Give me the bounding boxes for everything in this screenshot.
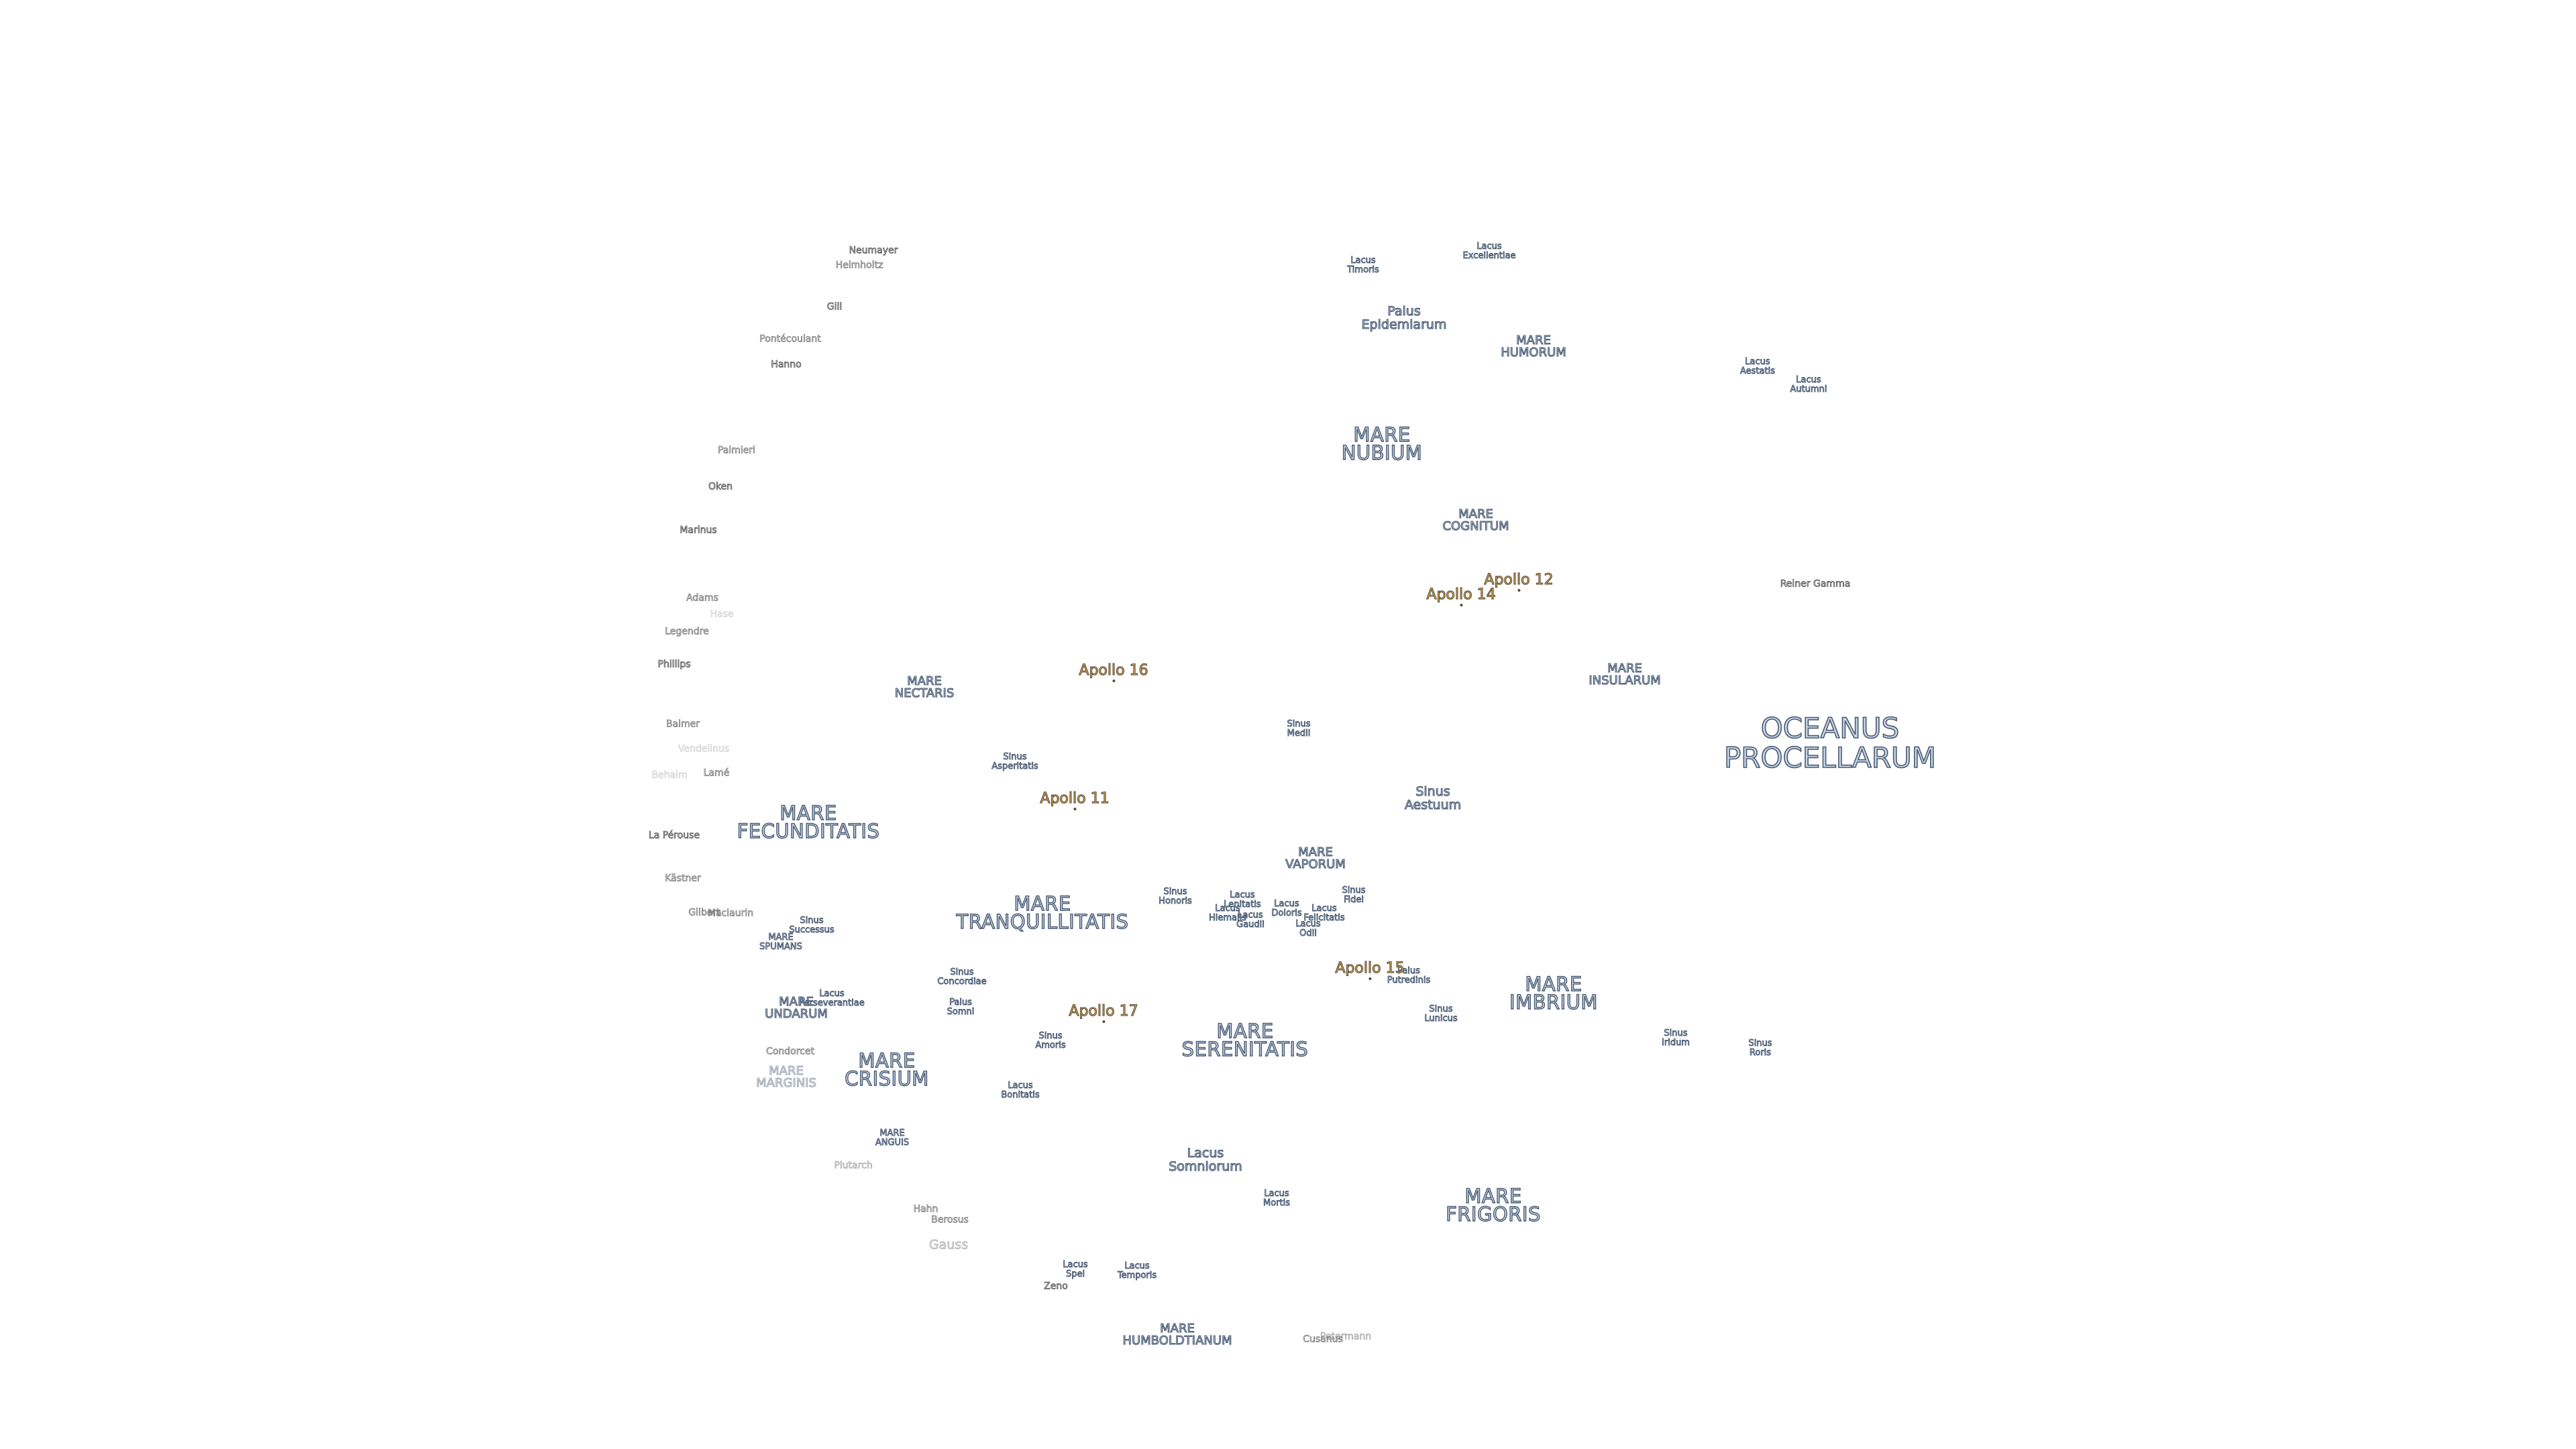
label-crater-behaim: Behaim bbox=[651, 769, 688, 781]
label-sinus-asperitatis: Sinus Asperitatis bbox=[991, 752, 1038, 771]
label-mare-humorum: MARE HUMORUM bbox=[1501, 333, 1567, 360]
label-crater-gilbert: Gilbert bbox=[688, 907, 720, 918]
apollo-14-label: Apollo 14 bbox=[1426, 586, 1496, 603]
label-crater-reiner-gamma: Reiner Gamma bbox=[1780, 578, 1851, 590]
label-mare-undarum: MARE UNDARUM bbox=[765, 995, 828, 1021]
label-mare-cognitum: MARE COGNITUM bbox=[1442, 507, 1509, 533]
label-lacus-hiemalis: Lacus Hiemalis bbox=[1208, 904, 1247, 923]
label-lacus-spei: Lacus Spei bbox=[1063, 1260, 1088, 1279]
label-mare-nectaris: MARE NECTARIS bbox=[894, 674, 955, 700]
label-lacus-odii: Lacus Odii bbox=[1295, 919, 1321, 938]
label-crater-berosus: Berosus bbox=[931, 1214, 969, 1226]
label-oceanus-procellarum: OCEANUS PROCELLARUM bbox=[1723, 712, 1937, 774]
label-crater-hanno: Hanno bbox=[771, 359, 802, 370]
label-mare-vaporum: MARE VAPORUM bbox=[1285, 845, 1346, 871]
apollo-16-site[interactable]: Apollo 16 bbox=[1079, 649, 1148, 697]
label-sinus-iridum: Sinus Iridum bbox=[1662, 1028, 1690, 1048]
label-crater-plutarch: Plutarch bbox=[834, 1160, 873, 1171]
apollo-11-label: Apollo 11 bbox=[1040, 790, 1110, 807]
label-lacus-bonitatis: Lacus Bonitatis bbox=[1001, 1081, 1040, 1100]
label-crater-cusanus: Cusanus bbox=[1303, 1334, 1343, 1345]
apollo-12-label: Apollo 12 bbox=[1484, 572, 1554, 588]
label-crater-phillips: Phillips bbox=[657, 659, 691, 670]
label-mare-frigoris: MARE FRIGORIS bbox=[1445, 1185, 1541, 1226]
label-mare-humboldtianum: MARE HUMBOLDTIANUM bbox=[1122, 1322, 1232, 1348]
label-sinus-concordiae: Sinus Concordiae bbox=[937, 967, 987, 987]
label-crater-hahn: Hahn bbox=[913, 1203, 938, 1215]
landing-site-marker-icon bbox=[1102, 1020, 1105, 1023]
landing-site-marker-icon bbox=[1112, 680, 1115, 682]
label-crater-kastner: Kästner bbox=[665, 873, 701, 884]
label-mare-spumans: MARE SPUMANS bbox=[759, 932, 803, 952]
label-lacus-felicitatis: Lacus Felicitatis bbox=[1303, 904, 1345, 923]
label-sinus-lunicus: Sinus Lunicus bbox=[1424, 1004, 1458, 1024]
apollo-15-site[interactable]: Apollo 15 bbox=[1335, 947, 1405, 995]
label-crater-neumayer: Neumayer bbox=[849, 245, 898, 256]
label-sinus-honoris: Sinus Honoris bbox=[1159, 887, 1193, 906]
landing-site-marker-icon bbox=[1517, 589, 1520, 592]
label-lacus-somniorum: Lacus Somniorum bbox=[1169, 1146, 1243, 1174]
apollo-12-site[interactable]: Apollo 12 bbox=[1484, 558, 1554, 606]
landing-site-marker-icon bbox=[1368, 977, 1371, 980]
label-crater-hase: Hase bbox=[710, 608, 734, 620]
label-crater-lame: Lamé bbox=[703, 767, 730, 779]
label-mare-anguis: MARE ANGUIS bbox=[875, 1128, 910, 1148]
label-palus-putredinis: Palus Putredinis bbox=[1387, 966, 1431, 985]
label-crater-helmholtz: Helmholtz bbox=[835, 260, 883, 271]
label-crater-gauss: Gauss bbox=[928, 1237, 969, 1252]
label-palus-somni: Palus Somni bbox=[947, 998, 975, 1017]
label-crater-pontecoulant: Pontécoulant bbox=[759, 333, 821, 345]
label-lacus-autumni: Lacus Autumni bbox=[1790, 375, 1827, 394]
label-crater-vendelinus: Vendelinus bbox=[678, 743, 730, 755]
label-lacus-aestatis: Lacus Aestatis bbox=[1740, 357, 1776, 376]
label-mare-serenitatis: MARE SERENITATIS bbox=[1181, 1020, 1309, 1061]
label-crater-balmer: Balmer bbox=[665, 718, 700, 730]
label-sinus-fidei: Sinus Fidei bbox=[1342, 885, 1366, 905]
label-crater-marinus: Marinus bbox=[680, 525, 717, 536]
label-crater-oken: Oken bbox=[708, 481, 733, 492]
label-sinus-successus: Sinus Successus bbox=[789, 916, 835, 935]
label-sinus-aestuum: Sinus Aestuum bbox=[1404, 784, 1462, 812]
label-lacus-perseverantiae: Lacus Perseverantiae bbox=[799, 989, 865, 1008]
label-crater-maclaurin: Maclaurin bbox=[707, 908, 754, 919]
label-lacus-lenitatis: Lacus Lenitatis bbox=[1224, 890, 1261, 910]
label-lacus-excellentiae: Lacus Excellentiae bbox=[1462, 241, 1516, 261]
label-mare-imbrium: MARE IMBRIUM bbox=[1509, 973, 1598, 1014]
landing-site-marker-icon bbox=[1073, 808, 1076, 810]
label-lacus-gaudii: Lacus Gaudii bbox=[1236, 910, 1265, 930]
apollo-15-label: Apollo 15 bbox=[1335, 960, 1405, 977]
label-mare-marginis: MARE MARGINIS bbox=[756, 1064, 817, 1090]
apollo-11-site[interactable]: Apollo 11 bbox=[1040, 777, 1110, 825]
label-crater-adams: Adams bbox=[686, 592, 719, 604]
label-crater-palmieri: Palmieri bbox=[717, 445, 756, 456]
label-mare-fecunditatis: MARE FECUNDITATIS bbox=[737, 802, 880, 843]
label-lacus-temporis: Lacus Temporis bbox=[1117, 1261, 1157, 1281]
apollo-17-label: Apollo 17 bbox=[1069, 1003, 1138, 1020]
apollo-14-site[interactable]: Apollo 14 bbox=[1426, 573, 1496, 621]
label-lacus-doloris: Lacus Doloris bbox=[1271, 899, 1302, 918]
label-lacus-timoris: Lacus Timoris bbox=[1347, 256, 1379, 275]
apollo-17-site[interactable]: Apollo 17 bbox=[1069, 989, 1138, 1038]
label-mare-tranquillitatis: MARE TRANQUILLITATIS bbox=[956, 892, 1129, 933]
landing-site-marker-icon bbox=[1460, 604, 1462, 606]
label-crater-la-perouse: La Pérouse bbox=[648, 830, 700, 841]
label-sinus-roris: Sinus Roris bbox=[1748, 1038, 1772, 1058]
label-crater-legendre: Legendre bbox=[665, 626, 709, 637]
label-mare-insularum: MARE INSULARUM bbox=[1589, 661, 1661, 688]
label-lacus-mortis: Lacus Mortis bbox=[1263, 1189, 1291, 1208]
label-mare-nubium: MARE NUBIUM bbox=[1341, 423, 1423, 464]
apollo-16-label: Apollo 16 bbox=[1079, 662, 1148, 679]
label-crater-zeno: Zeno bbox=[1044, 1281, 1068, 1292]
label-mare-crisium: MARE CRISIUM bbox=[844, 1049, 929, 1090]
label-sinus-amoris: Sinus Amoris bbox=[1035, 1031, 1066, 1051]
label-crater-condorcet: Condorcet bbox=[766, 1046, 815, 1057]
label-palus-epidemiarum: Palus Epidemiarum bbox=[1361, 304, 1447, 332]
label-sinus-medii: Sinus Medii bbox=[1287, 719, 1311, 739]
label-crater-petermann: Petermann bbox=[1320, 1331, 1372, 1342]
label-crater-gill: Gill bbox=[826, 301, 843, 313]
